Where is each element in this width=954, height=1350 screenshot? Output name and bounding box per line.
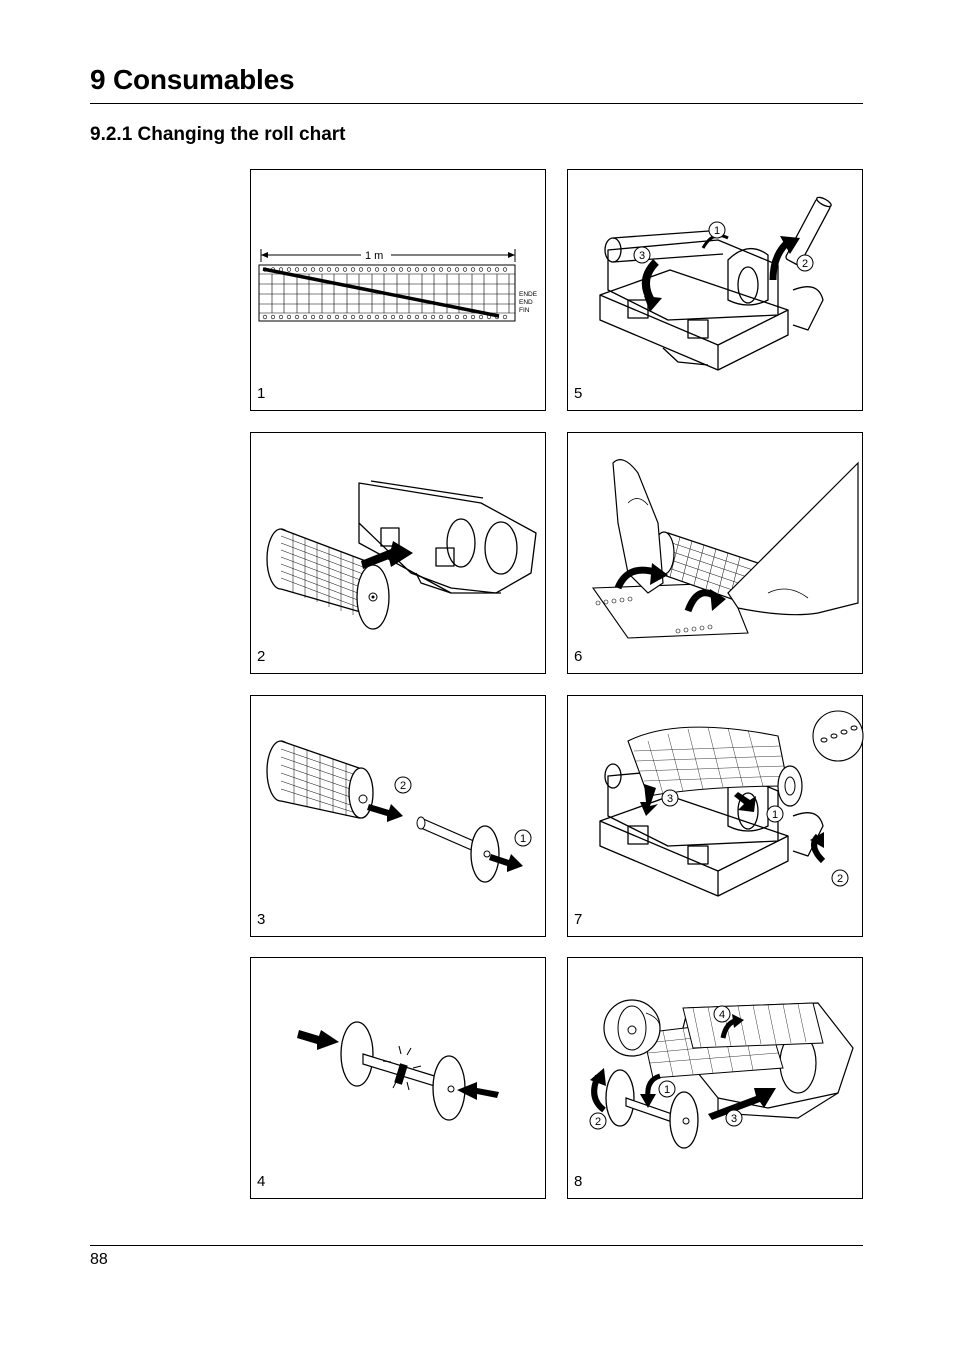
right-hand <box>727 461 859 616</box>
callout-1: 1 <box>772 809 778 821</box>
figure-number: 7 <box>574 911 583 928</box>
chart-paper <box>627 726 803 807</box>
remove-axle-illustration: 2 1 <box>266 740 532 883</box>
insert-axle-illustration: 4 1 2 3 <box>589 999 854 1149</box>
end-label-1: ENDE <box>519 291 538 298</box>
callout-2: 2 <box>595 1116 601 1128</box>
chart-paper-grid <box>642 1002 824 1079</box>
figure-panel-1: 1 m ENDE END FIN 1 <box>250 169 546 411</box>
spindle-axle <box>416 816 500 883</box>
figure-panel-3: 2 1 3 <box>250 695 546 937</box>
callout-1: 1 <box>520 833 526 845</box>
figure-number: 5 <box>574 385 583 402</box>
callout-4: 4 <box>719 1009 725 1021</box>
figure-number: 1 <box>257 385 266 402</box>
new-roll-detail <box>603 999 661 1057</box>
chapter-title: 9 Consumables <box>90 64 295 95</box>
page-number: 88 <box>90 1251 108 1268</box>
figure-number: 2 <box>257 648 266 665</box>
header-rule <box>90 103 863 104</box>
figure-panel-5: 1 2 3 5 <box>567 169 863 411</box>
thread-paper-illustration: 3 1 2 <box>599 710 864 897</box>
figure-number: 8 <box>574 1173 583 1190</box>
spindle-axle <box>605 1069 699 1149</box>
remove-empty-roll-illustration: 1 2 3 <box>599 196 832 371</box>
callout-3: 3 <box>639 250 645 262</box>
callout-2: 2 <box>802 258 808 270</box>
empty-roll-core <box>785 196 832 266</box>
footer-rule <box>90 1245 863 1246</box>
lift-arrow <box>780 236 800 254</box>
assemble-axle-illustration <box>297 1021 499 1121</box>
end-label-3: FIN <box>519 307 530 314</box>
length-label: 1 m <box>365 250 383 262</box>
chart-end-illustration: 1 m ENDE END FIN <box>258 249 538 322</box>
figure-number: 6 <box>574 648 583 665</box>
callout-1: 1 <box>714 225 720 237</box>
perforation-detail <box>812 710 864 762</box>
callout-3: 3 <box>731 1113 737 1125</box>
section-title: 9.2.1 Changing the roll chart <box>90 124 346 145</box>
callout-3: 3 <box>667 793 673 805</box>
figure-number: 4 <box>257 1173 266 1190</box>
chart-roll <box>266 740 374 819</box>
chart-roll <box>266 528 390 630</box>
end-label-2: END <box>519 299 533 306</box>
callout-2: 2 <box>837 873 843 885</box>
left-hand <box>612 459 664 594</box>
figure-panel-7: 3 1 2 7 <box>567 695 864 937</box>
figure-number: 3 <box>257 911 266 928</box>
figure-panel-2: 2 <box>250 432 546 674</box>
remove-roll-illustration <box>266 480 537 630</box>
insert-roll-illustration <box>591 459 859 639</box>
insert-arrow <box>708 1088 776 1120</box>
callout-2: 2 <box>400 780 406 792</box>
figure-panel-6: 6 <box>567 432 863 674</box>
figure-panel-4: 4 <box>250 957 546 1199</box>
figure-panel-8: 4 1 2 3 8 <box>567 957 863 1199</box>
pull-arrow <box>361 541 413 569</box>
callout-1: 1 <box>664 1084 670 1096</box>
